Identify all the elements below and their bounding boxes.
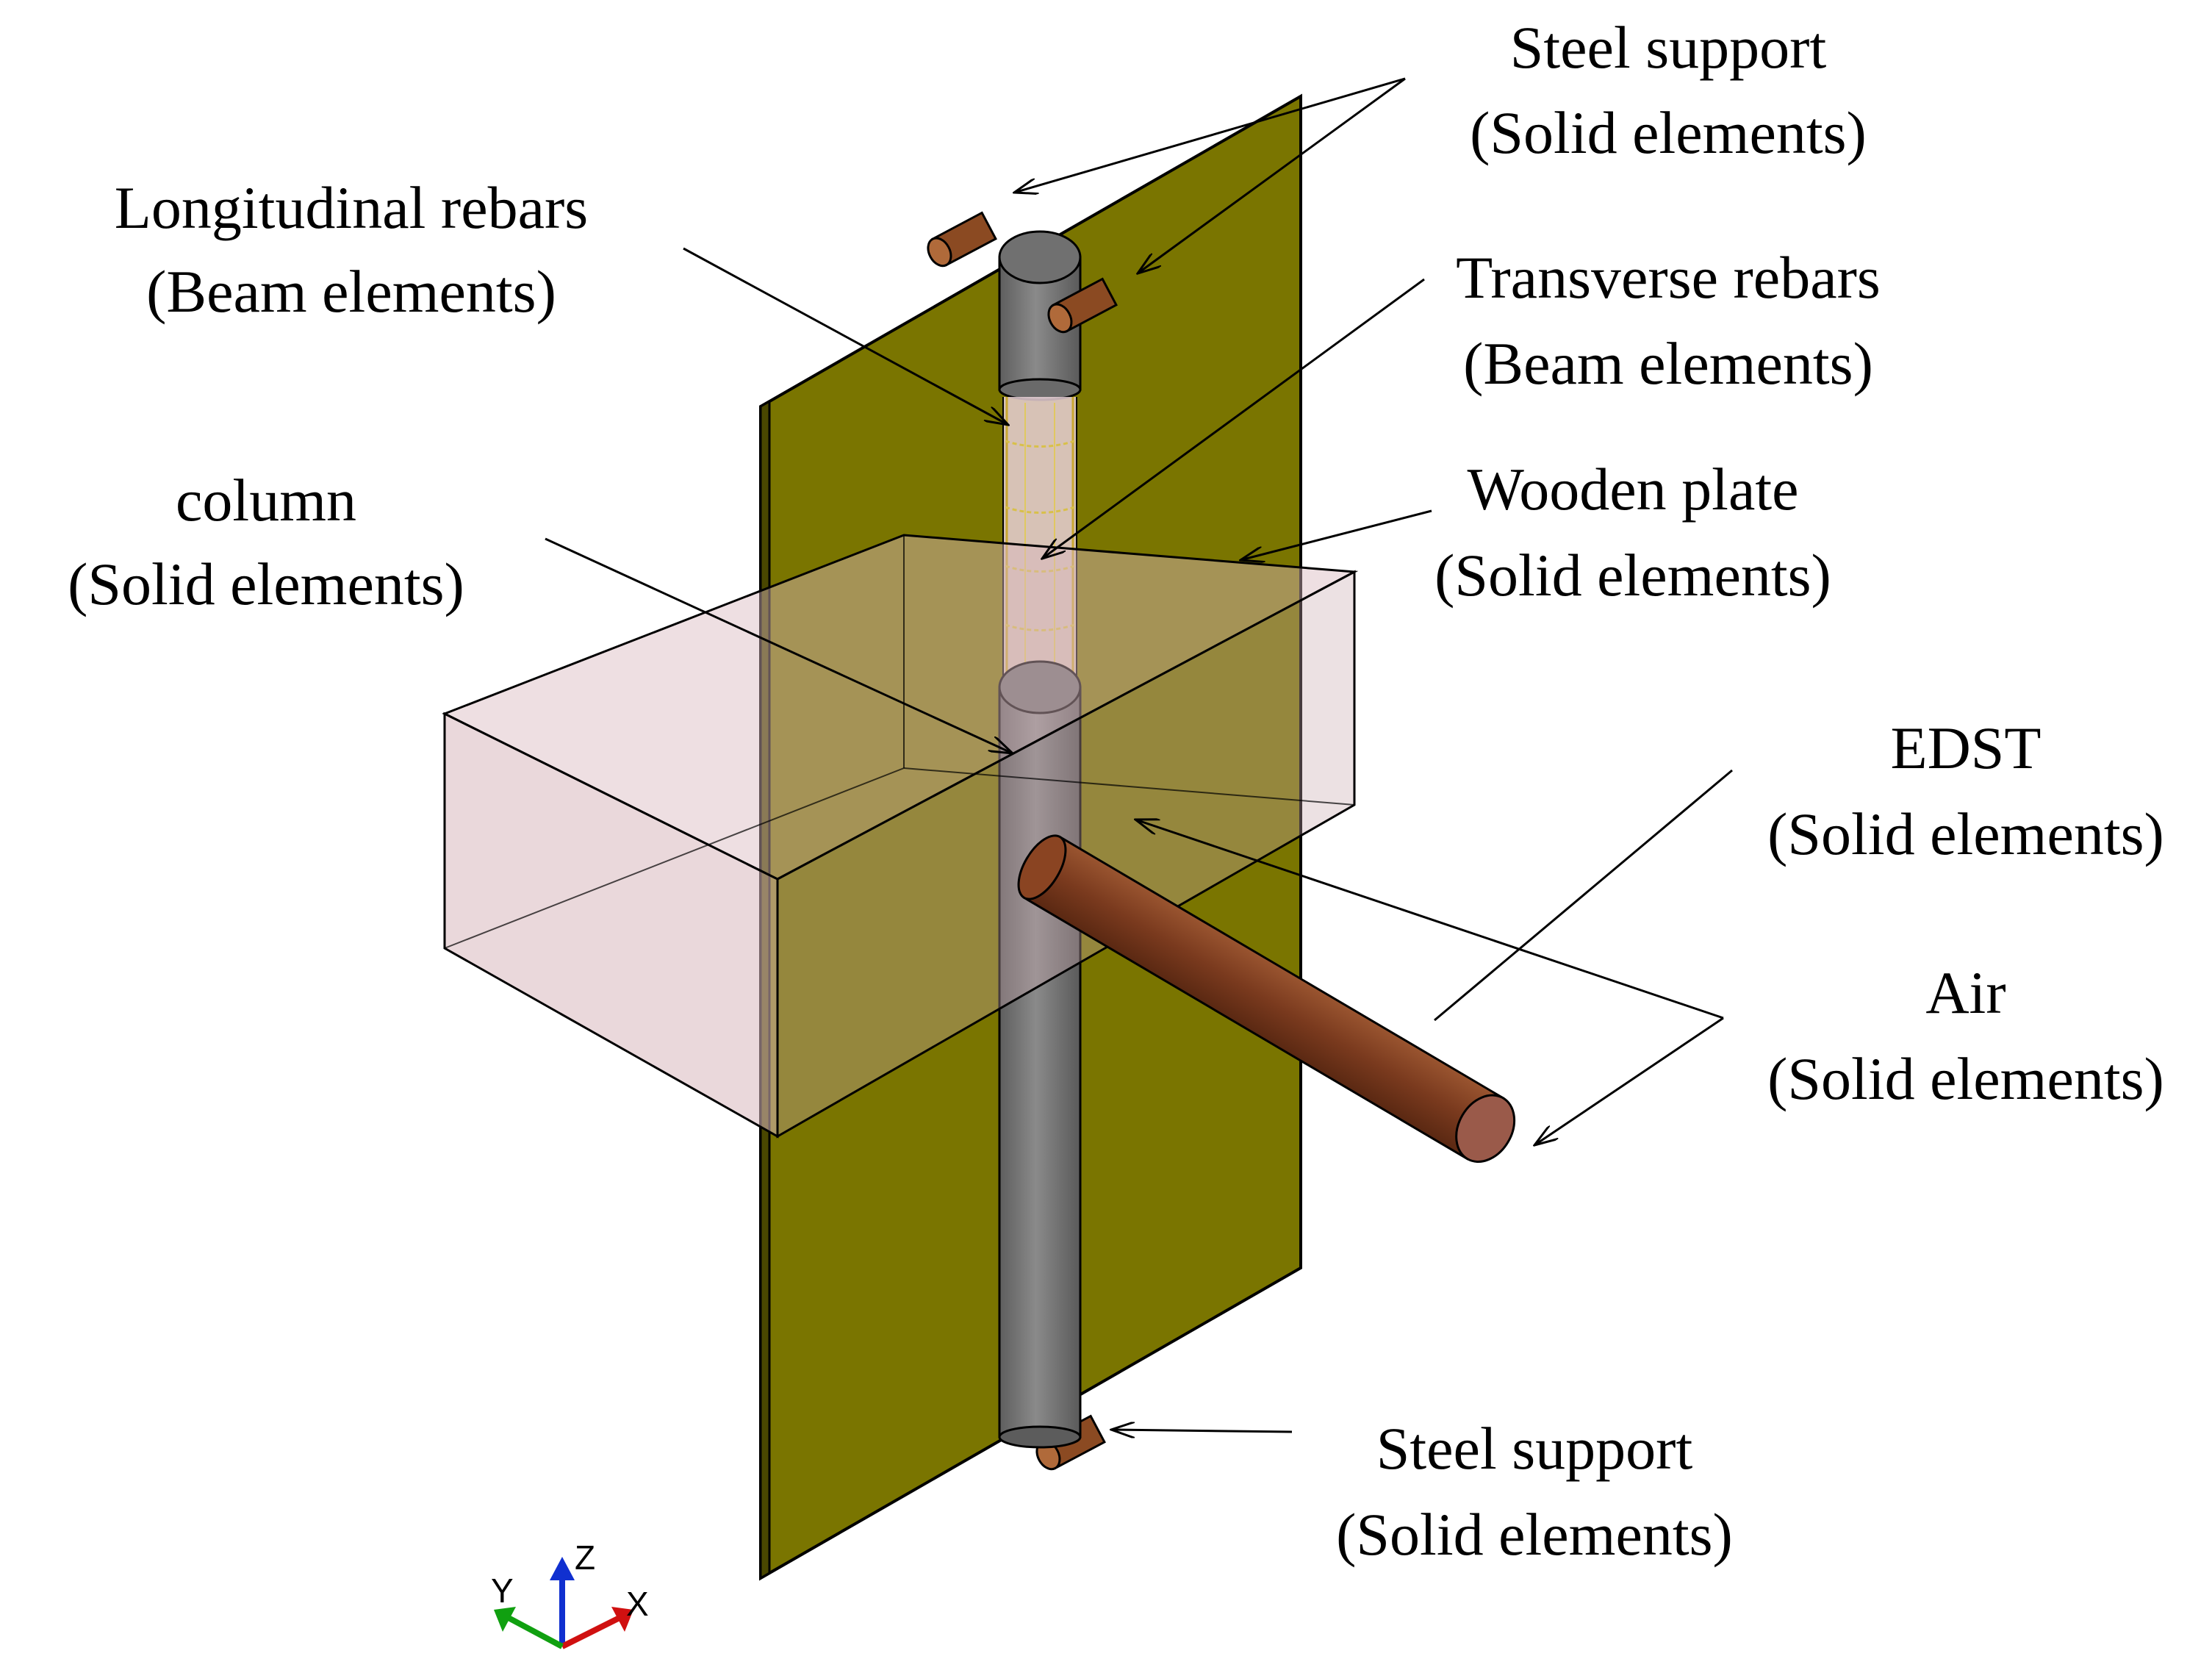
label-line: (Solid elements) [1767,800,2164,867]
edst-cylinder [1017,834,1516,1163]
label-column: column (Solid elements) [68,467,464,617]
axis-x-label: X [626,1585,649,1623]
label-line: EDST [1891,714,2042,781]
axis-x-line [561,1614,622,1649]
column-top-cap [998,230,1082,284]
label-line: (Solid elements) [1767,1045,2164,1112]
label-line: (Beam elements) [146,258,556,325]
transverse-rebar [1005,506,1075,514]
label-line: (Solid elements) [1470,99,1867,166]
label-line: (Solid elements) [1434,542,1831,609]
label-wooden-plate: Wooden plate (Solid elements) [1434,456,1831,609]
label-line: column [176,467,356,534]
axis-x-arrow-icon [611,1607,633,1632]
label-line: (Solid elements) [68,551,464,617]
transverse-rebar [1005,623,1075,631]
label-air: Air (Solid elements) [1767,959,2164,1112]
axis-y-line [506,1614,564,1649]
label-line: Steel support [1510,14,1827,81]
label-edst: EDST (Solid elements) [1767,714,2164,867]
transverse-rebar [1005,440,1075,448]
label-line: (Solid elements) [1336,1501,1733,1568]
label-steel-support-bottom: Steel support (Solid elements) [1336,1415,1733,1568]
transverse-rebar [1005,565,1075,573]
leader-lines [545,77,1733,1432]
label-longitudinal-rebars: Longitudinal rebars (Beam elements) [115,174,588,325]
label-line: Air [1925,959,2005,1026]
column-mid-cap [998,660,1082,714]
label-line: Steel support [1376,1415,1693,1482]
label-transverse-rebars: Transverse rebars (Beam elements) [1456,244,1881,397]
label-line: (Beam elements) [1463,330,1873,397]
axis-z-label: Z [575,1538,595,1577]
steel-support-top [927,211,1118,334]
edst-end-face [1455,1094,1516,1163]
axis-triad: Z X Y [491,1538,649,1649]
label-line: Transverse rebars [1456,244,1881,311]
label-steel-support-top: Steel support (Solid elements) [1470,14,1867,166]
label-line: Longitudinal rebars [115,174,588,241]
axis-y-arrow-icon [494,1607,516,1632]
axis-y-label: Y [491,1572,514,1610]
label-line: Wooden plate [1467,456,1798,523]
axis-z-arrow-icon [550,1557,575,1580]
column-lower [998,660,1082,1449]
